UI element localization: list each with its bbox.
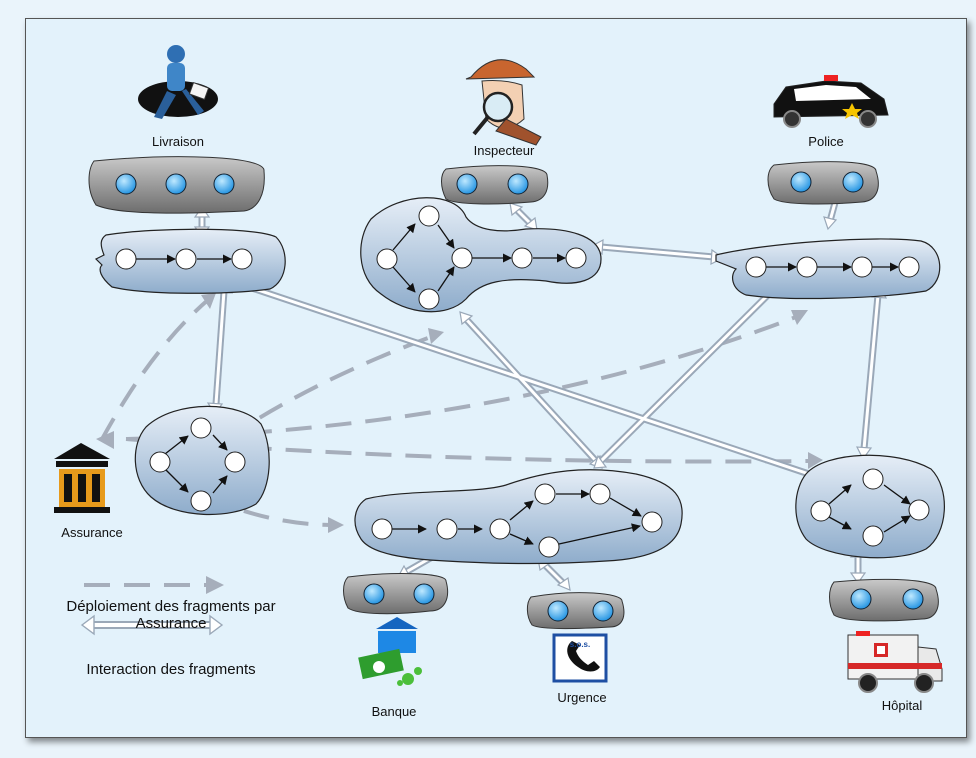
capsule-hopital [829, 578, 939, 622]
label-banque: Banque [371, 704, 417, 719]
delivery-person-icon [138, 45, 218, 119]
label-inspecteur: Inspecteur [473, 143, 535, 158]
capsule-police [767, 161, 879, 205]
deploy-arrow-livraison [99, 297, 211, 442]
sos-phone-icon [552, 633, 608, 683]
label-assurance: Assurance [61, 525, 123, 540]
label-sos: s.o.s. [569, 640, 591, 649]
ambulance-icon [847, 631, 943, 693]
legend-double-arrow [80, 614, 224, 636]
label-livraison: Livraison [151, 134, 205, 149]
diagram-canvas [54, 45, 945, 693]
police-car-icon [773, 75, 889, 128]
fragment-service [354, 469, 683, 565]
label-hopital: Hôpital [881, 698, 923, 713]
capsule-inspecteur [441, 165, 549, 205]
bank-building-icon [54, 443, 110, 513]
fragment-livraison [94, 228, 286, 294]
legend-deploy-line2: Assurance [135, 615, 207, 632]
capsule-urgence [526, 592, 625, 630]
deployment-arrow-heads [96, 293, 823, 533]
fragment-hopital [795, 454, 945, 559]
capsule-livraison [88, 156, 265, 214]
fragment-inspecteur [360, 197, 602, 313]
legend-interaction-text: Interaction des fragments [86, 661, 256, 678]
legend-deploy-text: Déploiement des fragments par Assurance [46, 598, 296, 632]
deploy-arrow-service [134, 457, 332, 527]
detective-icon [465, 59, 542, 146]
deploy-arrow-inspecteur [224, 333, 437, 441]
label-urgence: Urgence [557, 690, 607, 705]
money-bank-icon [358, 617, 422, 686]
diagram-frame: Livraison Inspecteur Police Assurance Ba… [25, 18, 967, 738]
fragment-assurance [134, 405, 270, 516]
legend-dashed-arrow [84, 576, 224, 594]
legend-deploy-line1: Déploiement des fragments par [66, 598, 276, 615]
capsule-banque [343, 573, 449, 615]
label-police: Police [808, 134, 844, 149]
fragment-police [715, 238, 941, 300]
